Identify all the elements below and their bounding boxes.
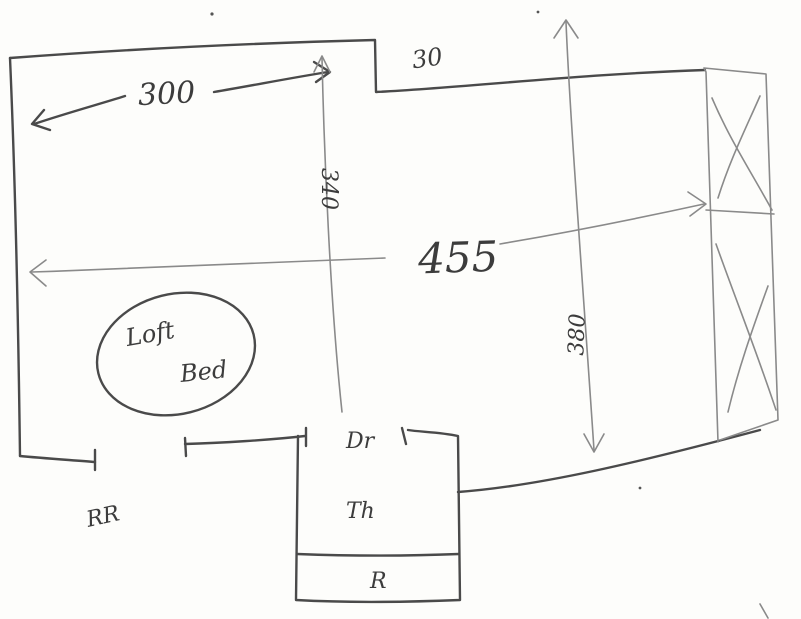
bottom-left-note: RR — [83, 501, 122, 533]
arrow-455-left-head — [29, 259, 47, 287]
dim-455-label: 455 — [416, 232, 499, 284]
room-label: Th — [346, 499, 375, 524]
loft-bed-label-line1: Loft — [123, 316, 177, 352]
bottom-left-wall — [18, 454, 97, 464]
arrow-300-left-head — [30, 108, 52, 132]
top-left-wall — [8, 38, 707, 94]
pen-speck — [536, 10, 540, 14]
storage-divider — [705, 209, 775, 215]
pen-stroke-mark — [759, 603, 769, 619]
inner-room-divider — [295, 552, 461, 557]
storage-cross-upper-a — [711, 97, 773, 211]
left-wall — [8, 56, 22, 458]
door-tick — [400, 426, 408, 446]
dim-300-label: 300 — [137, 75, 196, 113]
dim-340-label: 340 — [316, 168, 341, 210]
loft-bed-outline — [95, 291, 257, 417]
dim-30-label: 30 — [410, 42, 444, 74]
dim-380-label: 380 — [564, 313, 590, 356]
arrow-455-right-head — [687, 191, 707, 217]
arrow-380-line — [565, 21, 595, 451]
door-label: Dr — [345, 429, 376, 454]
arrow-300-left — [32, 94, 127, 126]
storage-column — [703, 67, 779, 443]
loft-bed-label-line2: Bed — [178, 355, 229, 388]
arrow-455-left — [31, 257, 386, 273]
pen-speck — [638, 486, 642, 490]
storage-cross-lower-b — [727, 285, 769, 413]
right-bottom-wall — [456, 428, 762, 494]
arrow-340-head — [313, 55, 331, 73]
arrow-380-top-head — [553, 19, 579, 39]
storage-cross-upper-b — [717, 95, 761, 199]
arrow-380-bottom-head — [583, 433, 605, 453]
arrow-340-line — [321, 57, 343, 413]
arrow-455-right — [499, 203, 705, 245]
pen-speck — [210, 12, 214, 16]
inner-room-outline — [294, 428, 462, 604]
bottom-middle-wall — [183, 434, 307, 446]
doorway-tick-mid — [183, 436, 188, 458]
lower-box-label: R — [369, 569, 387, 594]
arrow-300-right — [212, 70, 330, 94]
storage-cross-lower-a — [715, 243, 777, 411]
